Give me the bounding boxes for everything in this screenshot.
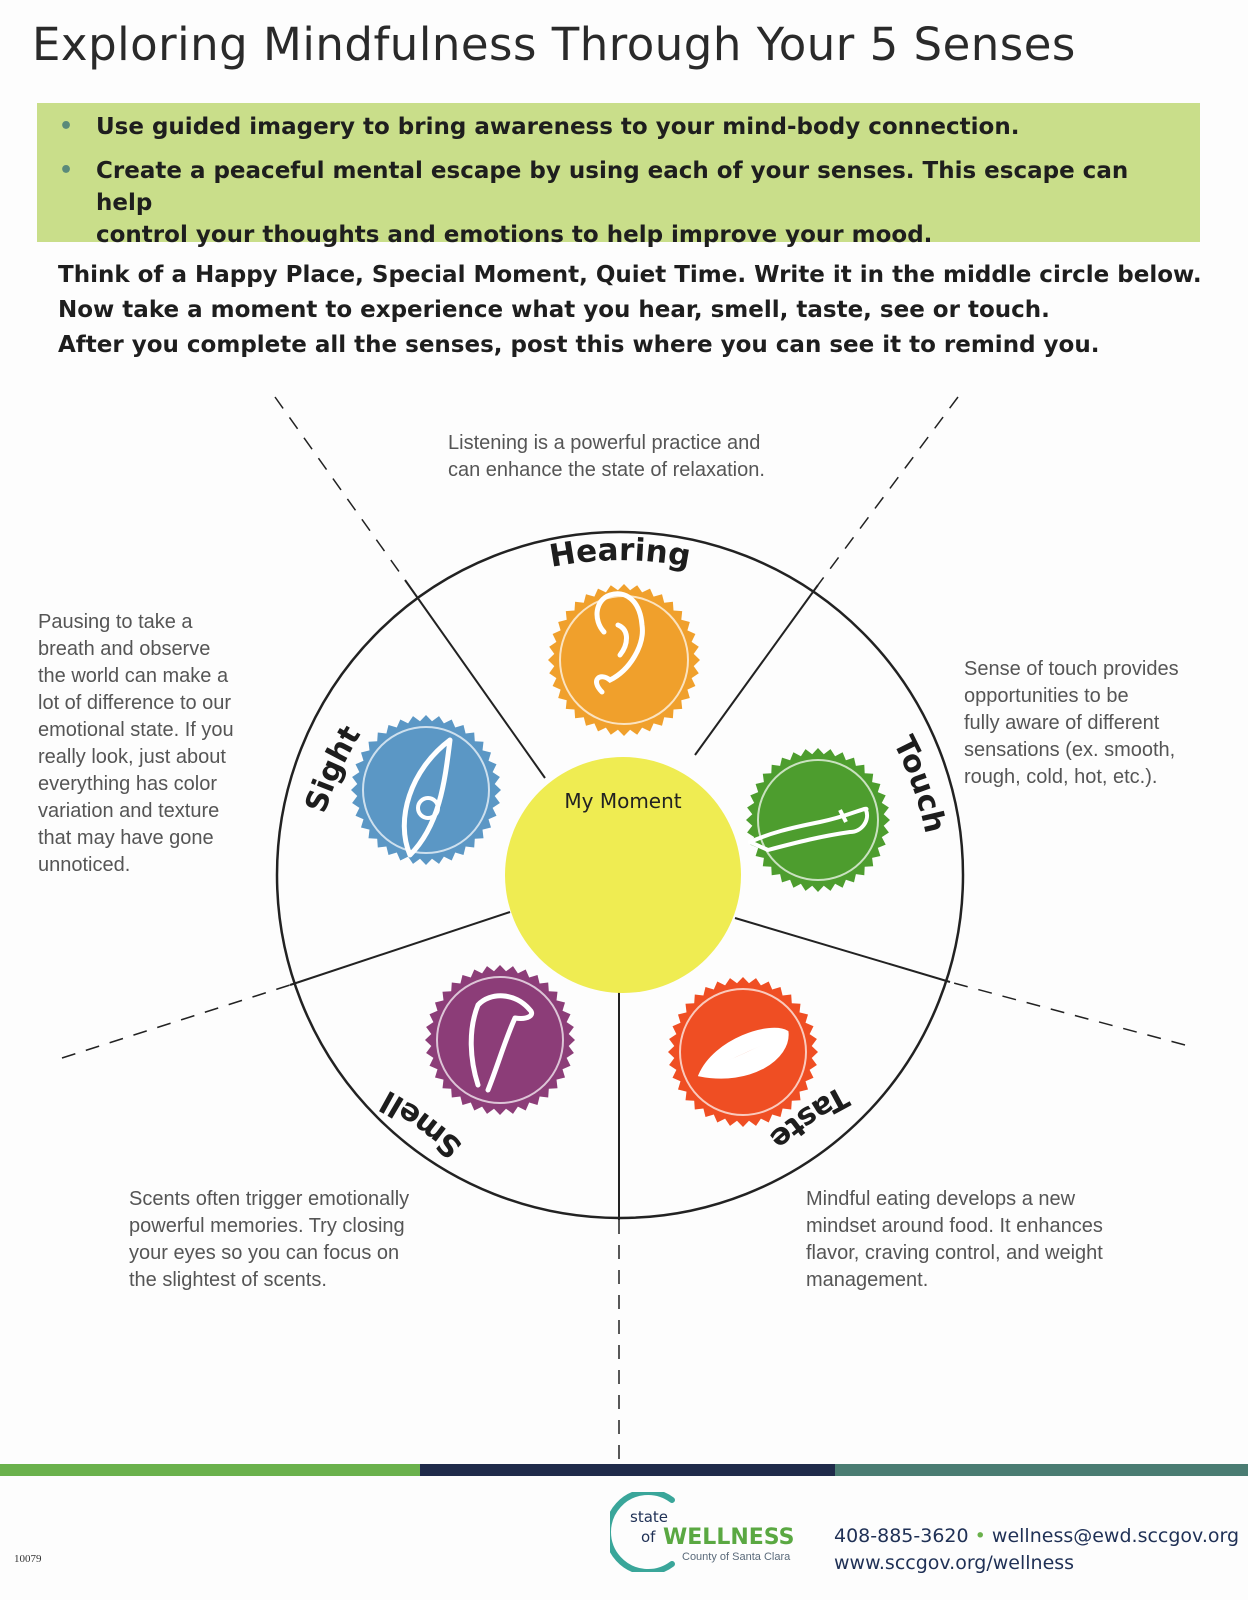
contact-separator: • [974,1525,986,1547]
sight-badge [351,715,501,865]
sight-badge-edge [351,715,501,865]
hearing-description: Listening is a powerful practice and can… [448,432,765,481]
instruction-line: Now take a moment to experience what you… [58,297,1050,323]
smell-badge-edge [425,965,575,1115]
instructions: Think of a Happy Place, Special Moment, … [58,258,1202,363]
bullet-dot: • [59,158,74,183]
touch-badge-ring [757,759,879,881]
hearing-badge-edge [548,584,700,736]
svg-text:County of Santa Clara: County of Santa Clara [682,1551,791,1563]
touch-description: Sense of touch provides opportunities to… [964,658,1179,788]
nose-icon [468,993,535,1093]
hearing-label: Hearing [547,532,694,575]
touch-label: Touch [886,731,952,837]
taste-description: Mindful eating develops a new mindset ar… [806,1188,1103,1291]
taste-badge-ring [679,988,807,1116]
hearing-badge [548,584,700,736]
logo-arc [610,1492,675,1572]
sight-badge-ring [362,726,490,854]
phone-number[interactable]: 408-885-3620 [834,1525,969,1547]
instruction-line: Think of a Happy Place, Special Moment, … [58,262,1202,288]
smell-badge-ring [436,976,564,1104]
eye-icon [401,737,453,858]
smell-description: Scents often trigger emotionally powerfu… [129,1188,410,1291]
bullet-item: • Create a peaceful mental escape by usi… [59,155,1166,251]
instruction-line: After you complete all the senses, post … [58,332,1100,358]
contact-info: 408-885-3620 • wellness@ewd.sccgov.org w… [834,1523,1239,1577]
footer-bar-teal [835,1464,1248,1476]
taste-badge [668,977,818,1127]
senses-wheel: My Moment Hearing Touch Sight Smell Tast… [61,396,1186,1460]
touch-badge-edge [746,748,890,892]
footer-bar-green [0,1464,420,1476]
bullet-dot: • [59,114,74,139]
footer-bar-navy [420,1464,835,1476]
svg-text:WELLNESS: WELLNESS [663,1525,794,1550]
svg-text:state: state [630,1508,668,1526]
touch-badge [746,748,890,892]
page-title: Exploring Mindfulness Through Your 5 Sen… [32,18,1076,71]
my-moment-circle[interactable] [505,757,741,993]
website-link[interactable]: www.sccgov.org/wellness [834,1552,1075,1574]
intro-bullets: • Use guided imagery to bring awareness … [37,103,1200,248]
smell-badge [425,965,575,1115]
ear-icon [594,591,645,695]
bullet-item: • Use guided imagery to bring awareness … [59,111,1166,143]
form-code: 10079 [14,1553,42,1565]
form-code-value: 10079 [14,1553,42,1565]
finger-icon [748,806,869,852]
svg-text:of: of [641,1528,656,1546]
state-of-wellness-logo: state of WELLNESS County of Santa Clara [610,1492,794,1572]
lips-icon [697,1027,789,1079]
dashed-spokes [61,396,1186,1460]
email-link[interactable]: wellness@ewd.sccgov.org [991,1525,1240,1547]
sight-description: Pausing to take a breath and observe the… [38,611,234,876]
my-moment-label: My Moment [564,789,681,813]
eye-pupil [416,796,440,820]
wheel-dividers [289,579,951,1220]
